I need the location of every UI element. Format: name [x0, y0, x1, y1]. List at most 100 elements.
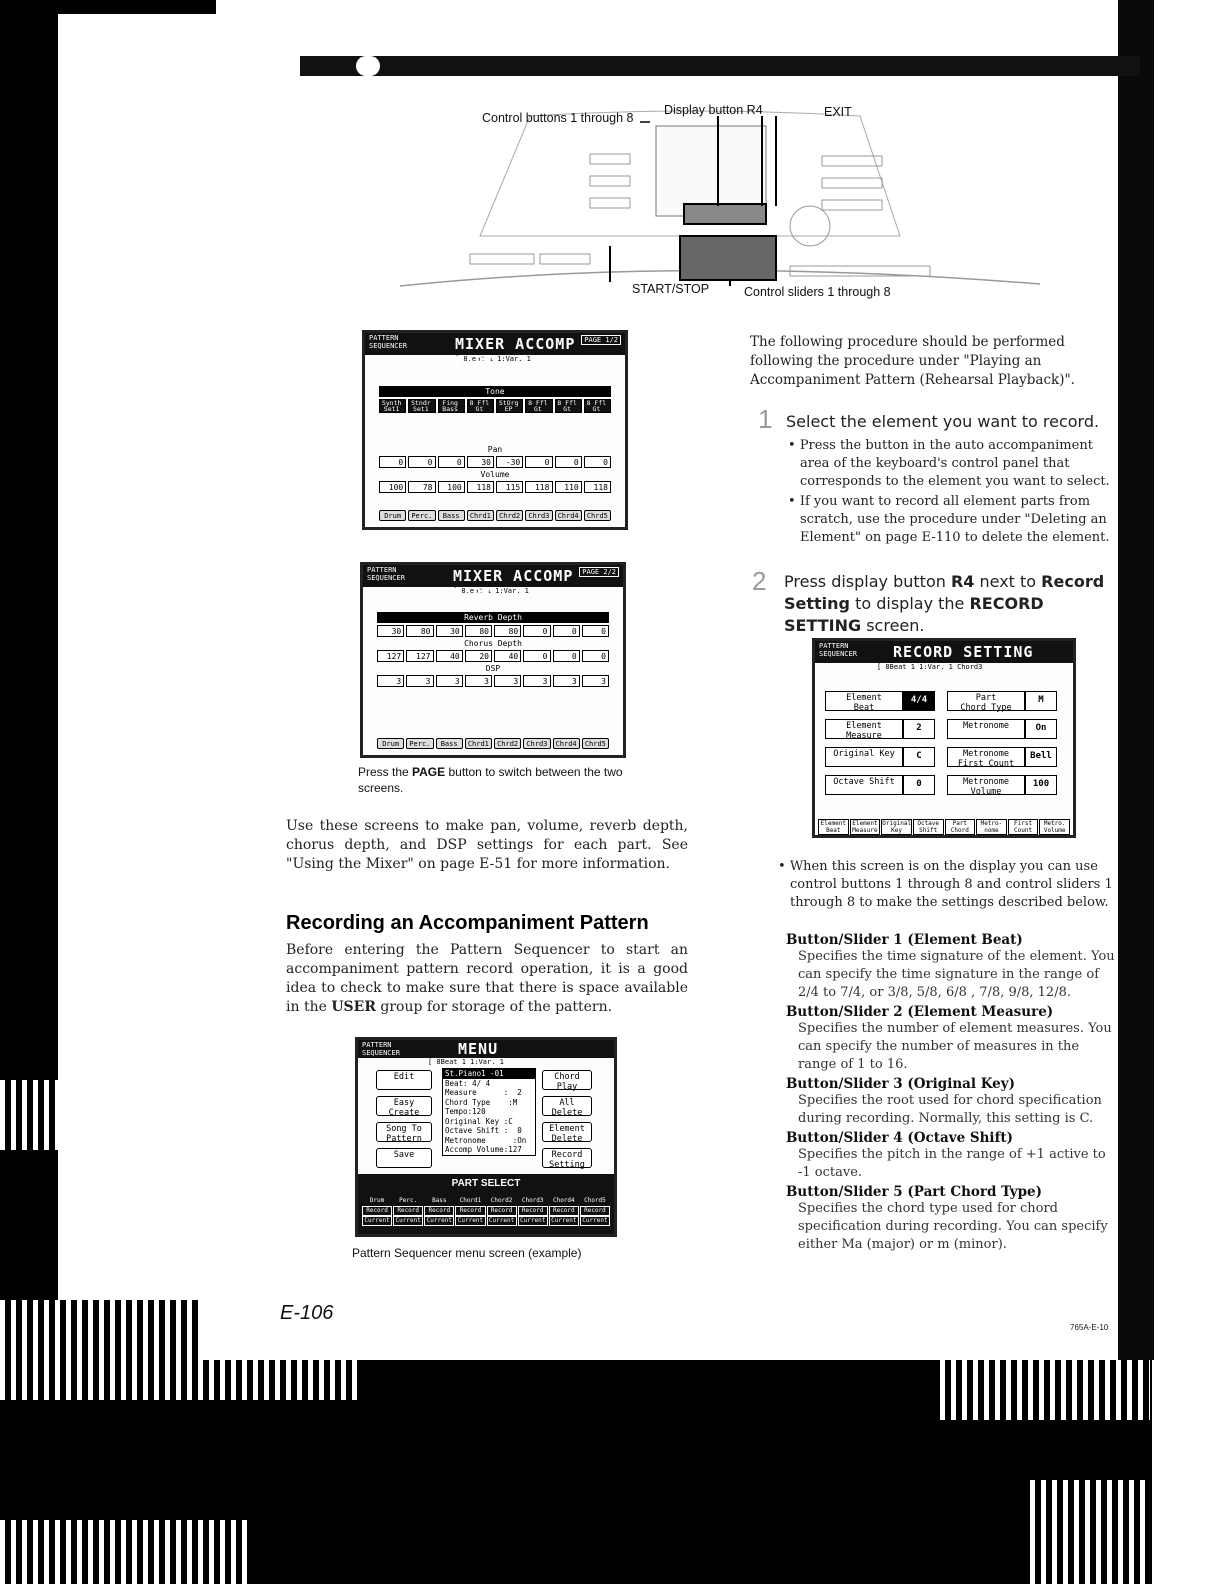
record-setting-value[interactable]: On — [1025, 719, 1057, 739]
menu-button[interactable]: Save — [376, 1148, 432, 1168]
record-tab[interactable]: Octave Shift — [912, 819, 944, 835]
definition-term: Button/Slider 1 (Element Beat) — [786, 932, 1023, 948]
part-part-states[interactable]: Record — [393, 1206, 424, 1216]
record-tab[interactable]: First Count — [1007, 819, 1039, 835]
record-setting-value[interactable]: Bell — [1025, 747, 1057, 767]
part-part-states2[interactable]: Current — [579, 1216, 610, 1226]
menu-button[interactable]: Element Delete — [542, 1122, 592, 1144]
record-setting-screen: PATTERN SEQUENCER RECORD SETTING [ 8Beat… — [812, 638, 1076, 838]
screen-title: RECORD SETTING — [893, 643, 1034, 661]
part-part-states[interactable]: Record — [548, 1206, 579, 1216]
part-part-states[interactable]: Record — [424, 1206, 455, 1216]
record-tab[interactable]: Element Beat — [818, 819, 849, 835]
record-setting-value[interactable]: M — [1025, 691, 1057, 711]
reverb-cell: 80 — [406, 625, 434, 637]
step2-text: Press display button R4 next to Record S… — [784, 571, 1124, 637]
volume-cell: 100 — [379, 481, 407, 493]
info-line: Octave Shift : 0 — [445, 1126, 522, 1135]
page-indicator: PAGE 1/2 — [581, 335, 621, 345]
screen-corner-label: PATTERN SEQUENCER — [362, 1041, 400, 1057]
reverb-cell: 80 — [494, 625, 522, 637]
callout-display-button: Display button R4 — [664, 103, 763, 117]
volume-cell: 115 — [496, 481, 524, 493]
screen-corner-label: PATTERN SEQUENCER — [369, 334, 407, 350]
dsp-cell: 3 — [581, 675, 609, 687]
part-parts: Chord1 — [459, 1197, 482, 1204]
bullet-controls: • When this screen is on the display you… — [778, 859, 1113, 910]
step1-bullet: • If you want to record all element part… — [786, 493, 1116, 547]
part-part-states[interactable]: Record — [517, 1206, 548, 1216]
caption-text: Press the — [358, 765, 413, 779]
record-tab[interactable]: Metro- nome — [976, 819, 1007, 835]
record-setting-value[interactable]: 4/4 — [903, 691, 935, 711]
record-setting-value[interactable]: 0 — [903, 775, 935, 795]
header-bar — [300, 56, 1140, 76]
pan-cell: 0 — [554, 456, 582, 468]
menu-button[interactable]: Chord Play — [542, 1070, 592, 1092]
part-part-states2[interactable]: Current — [393, 1216, 424, 1226]
record-setting-value[interactable]: 2 — [903, 719, 935, 739]
pan-cell: 0 — [408, 456, 436, 468]
part-tab: Chrd2 — [494, 738, 522, 749]
dsp-cell: 3 — [523, 675, 551, 687]
part-part-states2[interactable]: Current — [486, 1216, 517, 1226]
chorus-cell: 0 — [552, 650, 580, 662]
chorus-cell: 127 — [377, 650, 405, 662]
record-setting-label: Part Chord Type — [947, 691, 1025, 713]
menu-button[interactable]: All Delete — [542, 1096, 592, 1118]
step2-part: to display the — [850, 594, 970, 613]
part-part-states2[interactable]: Current — [362, 1216, 393, 1226]
caption-bold: PAGE — [412, 765, 446, 779]
record-setting-value[interactable]: 100 — [1025, 775, 1057, 795]
menu-button[interactable]: Record Setting — [542, 1148, 592, 1170]
part-parts: Chord3 — [521, 1197, 544, 1204]
part-tab: Perc. — [406, 738, 434, 749]
tone-cell: 8 Ffl Gt — [554, 399, 582, 413]
menu-button[interactable]: Song To Pattern — [376, 1122, 432, 1144]
volume-cell: 78 — [408, 481, 436, 493]
reverb-cell: 80 — [464, 625, 492, 637]
dsp-cell: 3 — [435, 675, 463, 687]
dsp-cell: 3 — [494, 675, 522, 687]
record-setting-value[interactable]: C — [903, 747, 935, 767]
screen-subtitle: [ 8Beat 1 1:Var. 1 — [428, 1058, 504, 1066]
binding-stripes — [940, 1360, 1150, 1420]
chorus-cell: 20 — [464, 650, 492, 662]
bullet-text: When this screen is on the display you c… — [789, 859, 1113, 910]
menu-button[interactable]: Easy Create — [376, 1096, 432, 1118]
tone-cell: Synth Set1 — [379, 399, 407, 413]
part-tab: Perc. — [408, 510, 436, 521]
section-title: Recording an Accompaniment Pattern — [286, 912, 649, 934]
paragraph-text: Before entering the Pattern Sequencer to… — [286, 942, 688, 1015]
reverb-cell: 0 — [523, 625, 551, 637]
record-tab[interactable]: Metro. Volume — [1039, 819, 1070, 835]
part-tab: Chrd2 — [496, 510, 524, 521]
menu-button[interactable]: Edit — [376, 1070, 432, 1090]
info-line: Beat: 4/ 4 — [445, 1078, 491, 1088]
part-part-states[interactable]: Record — [579, 1206, 610, 1216]
part-part-states[interactable]: Record — [486, 1206, 517, 1216]
part-part-states2[interactable]: Current — [548, 1216, 579, 1226]
part-part-states2[interactable]: Current — [455, 1216, 486, 1226]
part-part-states2[interactable]: Current — [517, 1216, 548, 1226]
record-tab[interactable]: Part Chord — [944, 819, 976, 835]
record-tab[interactable]: Element Measure — [849, 819, 881, 835]
part-parts: Chord4 — [552, 1197, 575, 1204]
chorus-cell: 0 — [581, 650, 609, 662]
callout-start-stop: START/STOP — [632, 282, 710, 296]
part-tab: Chrd5 — [581, 738, 609, 749]
part-tab: Chrd3 — [525, 510, 553, 521]
definition-text: Specifies the pitch in the range of +1 a… — [798, 1147, 1106, 1180]
volume-cell: 118 — [466, 481, 494, 493]
part-part-states[interactable]: Record — [455, 1206, 486, 1216]
record-tab[interactable]: Original Key — [881, 819, 912, 835]
screen-header: PATTERN SEQUENCER RECORD SETTING — [815, 641, 1073, 663]
part-part-states[interactable]: Record — [362, 1206, 393, 1216]
part-part-states2[interactable]: Current — [424, 1216, 455, 1226]
record-setting-label: Metronome Volume — [947, 775, 1025, 797]
